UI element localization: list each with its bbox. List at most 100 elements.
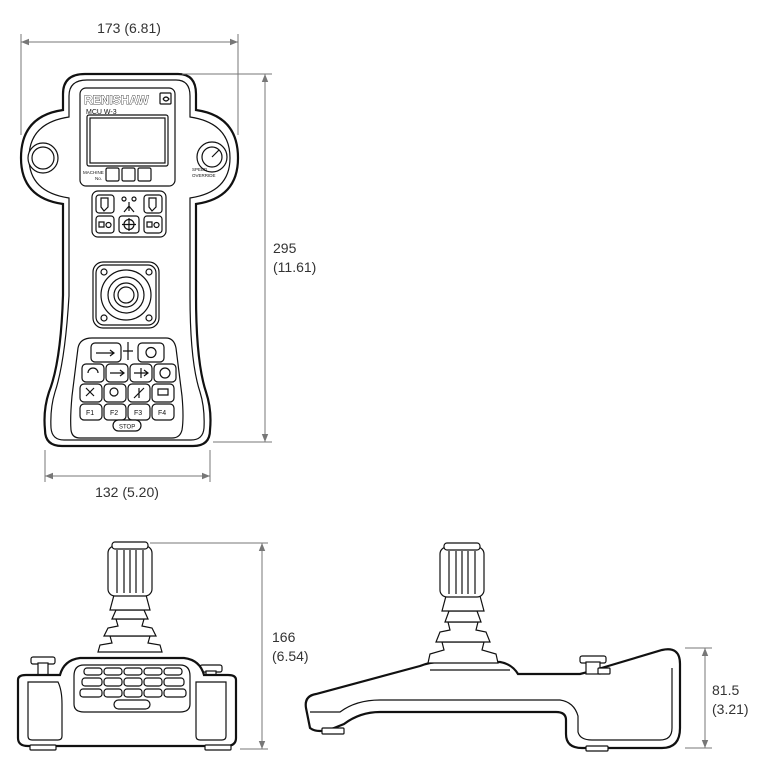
side-height-dimension-in: (3.21) bbox=[712, 701, 749, 717]
side-joystick-bellows bbox=[435, 621, 491, 643]
function-key-f4[interactable] bbox=[151, 403, 175, 421]
end-view-dimensions: 166 (6.54) bbox=[150, 542, 309, 750]
machine-select-button-1[interactable] bbox=[105, 167, 120, 182]
probe-icon bbox=[85, 387, 95, 397]
function-key-f1[interactable] bbox=[79, 403, 103, 421]
speed-override-pointer bbox=[211, 149, 220, 158]
axis-icon bbox=[123, 202, 135, 213]
length-dimension-mm: 295 bbox=[273, 240, 297, 256]
keypad-key bbox=[83, 667, 103, 676]
keypad-key bbox=[81, 677, 103, 687]
keypad-key bbox=[123, 667, 143, 676]
stop-button[interactable] bbox=[112, 419, 142, 432]
keypad-key bbox=[163, 688, 187, 698]
keypad-key bbox=[123, 677, 143, 687]
joystick-boot-bellows bbox=[103, 618, 157, 637]
joystick-ring bbox=[107, 276, 145, 314]
axis-icon bbox=[123, 342, 133, 360]
joystick-corner-screw bbox=[145, 314, 153, 322]
probe-icon bbox=[148, 197, 157, 212]
machine-number-label: No. bbox=[95, 176, 102, 181]
keypad-key bbox=[163, 667, 183, 676]
end-view-feet bbox=[29, 744, 57, 751]
machine-select-button-2[interactable] bbox=[121, 167, 136, 182]
keypad-key bbox=[103, 677, 123, 687]
function-key-f3[interactable] bbox=[127, 403, 151, 421]
keypad-key bbox=[123, 688, 143, 698]
joystick-corner-screw bbox=[145, 268, 153, 276]
left-tab-stem bbox=[37, 662, 49, 676]
brand-logo: RENISHAW bbox=[84, 93, 149, 107]
keypad-key bbox=[163, 677, 185, 687]
target-icon bbox=[159, 367, 171, 379]
probe-icon bbox=[100, 197, 109, 212]
mode-key-bottom-left[interactable] bbox=[95, 215, 115, 234]
mode-key-bottom-right[interactable] bbox=[143, 215, 163, 234]
lock-icon bbox=[146, 221, 160, 229]
joystick-corner-screw bbox=[100, 314, 108, 322]
speed-override-label-top: SPEED bbox=[192, 167, 208, 172]
joystick-grip-cap bbox=[111, 541, 149, 550]
side-joystick-grip-cap bbox=[443, 542, 481, 551]
keypad-key bbox=[103, 667, 123, 676]
keypad-key bbox=[143, 677, 163, 687]
brand-mark-glyph bbox=[162, 96, 170, 102]
overall-width-dimension: 173 (6.81) bbox=[97, 20, 161, 36]
led-icon bbox=[121, 196, 127, 202]
side-joystick-bellows bbox=[427, 641, 499, 664]
side-view bbox=[304, 542, 682, 752]
model-label: MCU W-3 bbox=[86, 109, 117, 116]
gauge-icon bbox=[145, 346, 157, 359]
lock-icon bbox=[98, 221, 112, 229]
side-view-dimensions: 81.5 (3.21) bbox=[685, 647, 749, 749]
front-view: RENISHAW MCU W-3 MACHINE No. SPEED OVERR… bbox=[19, 72, 240, 448]
pendant-body-outline bbox=[19, 72, 240, 448]
joystick-knob-center bbox=[117, 286, 135, 304]
end-view bbox=[16, 541, 238, 751]
side-joystick-stem bbox=[444, 610, 482, 623]
function-key-f4-label: F4 bbox=[158, 410, 166, 417]
side-view-foot bbox=[321, 727, 345, 735]
base-width-dimension: 132 (5.20) bbox=[95, 484, 159, 500]
keypad-key bbox=[79, 688, 103, 698]
end-view-housing-inner bbox=[195, 681, 227, 741]
joystick-panel-inner bbox=[95, 264, 157, 326]
joystick-boot-bellows bbox=[97, 635, 163, 653]
display-screen bbox=[86, 114, 169, 167]
side-view-housing-inner bbox=[310, 668, 673, 741]
search-icon bbox=[109, 387, 119, 397]
side-joystick-collar bbox=[441, 595, 485, 612]
cycle-icon bbox=[87, 367, 99, 374]
keypad-key-r3-2[interactable] bbox=[103, 383, 127, 403]
height-dimension-mm: 166 bbox=[272, 629, 296, 645]
height-dimension-in: (6.54) bbox=[272, 648, 309, 664]
length-dimension-in: (11.61) bbox=[273, 259, 316, 275]
keypad-key-r1-3[interactable] bbox=[137, 342, 165, 363]
keypad-key-r3-4[interactable] bbox=[151, 383, 175, 403]
keypad-key-r2-1[interactable] bbox=[81, 363, 105, 383]
led-icon bbox=[131, 196, 137, 202]
side-height-dimension-mm: 81.5 bbox=[712, 682, 739, 698]
crosshair-icon-lines bbox=[122, 218, 136, 231]
function-key-f2[interactable] bbox=[103, 403, 127, 421]
function-key-f3-label: F3 bbox=[134, 410, 142, 417]
side-view-foot bbox=[585, 745, 609, 752]
speed-override-dial-inner bbox=[201, 146, 223, 168]
function-key-f2-label: F2 bbox=[110, 410, 118, 417]
display-screen-inner bbox=[89, 117, 166, 164]
keypad-key bbox=[143, 688, 163, 698]
speed-override-label-bottom: OVERRIDE bbox=[192, 173, 216, 178]
left-knob-inner bbox=[31, 146, 55, 170]
end-view-feet bbox=[204, 744, 232, 751]
stop-button bbox=[113, 699, 151, 710]
side-view-housing bbox=[304, 648, 682, 750]
machine-select-button-3[interactable] bbox=[137, 167, 152, 182]
function-key-f1-label: F1 bbox=[86, 410, 94, 417]
brand-mark-icon bbox=[159, 92, 172, 105]
front-view-dimensions: 173 (6.81) 295 (11.61) 132 (5.20) bbox=[20, 20, 316, 500]
cross-arrow-icon bbox=[134, 368, 149, 378]
joystick-corner-screw bbox=[100, 268, 108, 276]
keypad-key-r2-4[interactable] bbox=[153, 363, 177, 383]
end-view-housing-inner bbox=[27, 681, 63, 741]
